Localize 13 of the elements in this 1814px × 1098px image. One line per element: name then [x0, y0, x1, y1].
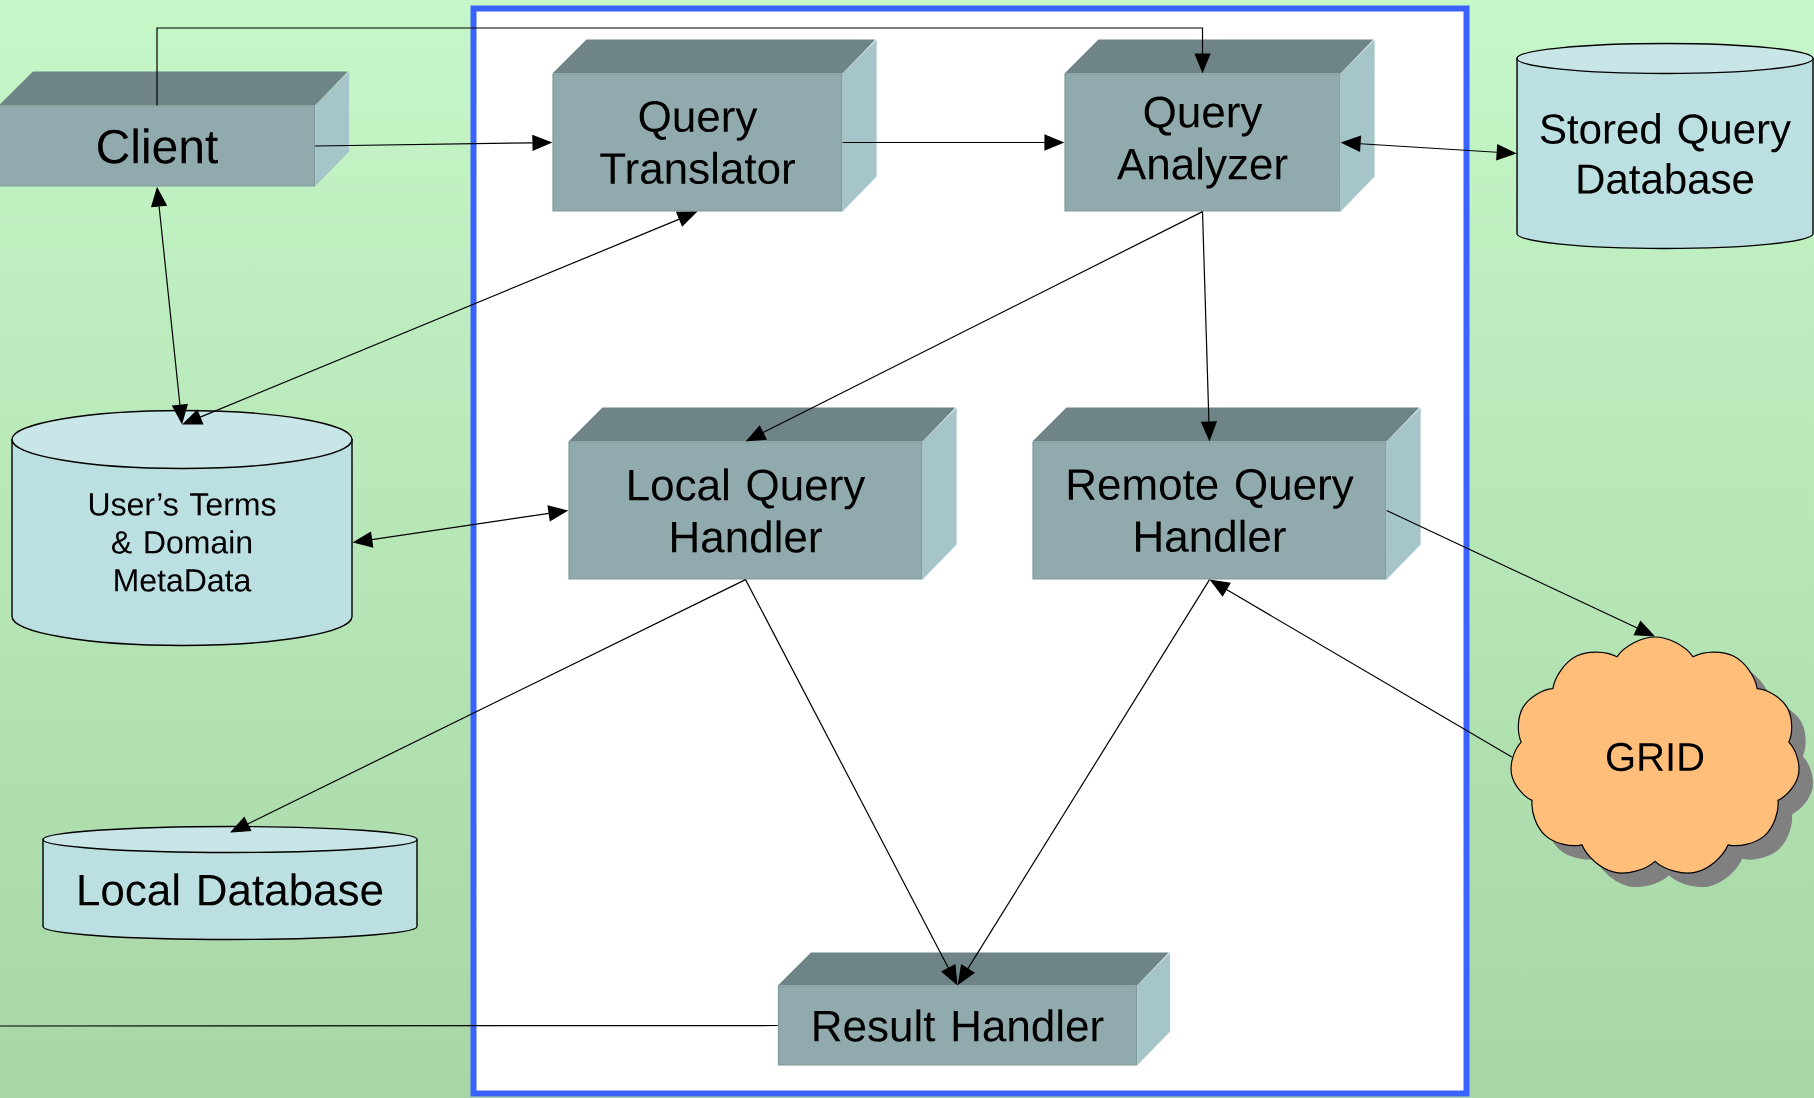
database-cylinder: Local Database — [42, 825, 418, 941]
component-block: Result Handler — [777, 952, 1171, 1066]
component-block: Remote Query Handler — [1032, 407, 1421, 580]
database-cylinder: Stored Query Database — [1516, 42, 1814, 250]
component-block: Query Translator — [552, 39, 877, 212]
arrow — [230, 579, 747, 833]
arrow — [156, 27, 1211, 106]
arrow — [1386, 509, 1655, 637]
component-block: Client — [0, 71, 350, 187]
database-cylinder: User’s Terms & Domain MetaData — [11, 409, 353, 647]
component-block: Local Query Handler — [568, 407, 957, 580]
cloud: GRID — [1510, 636, 1813, 887]
component-block: Query Analyzer — [1064, 39, 1375, 212]
